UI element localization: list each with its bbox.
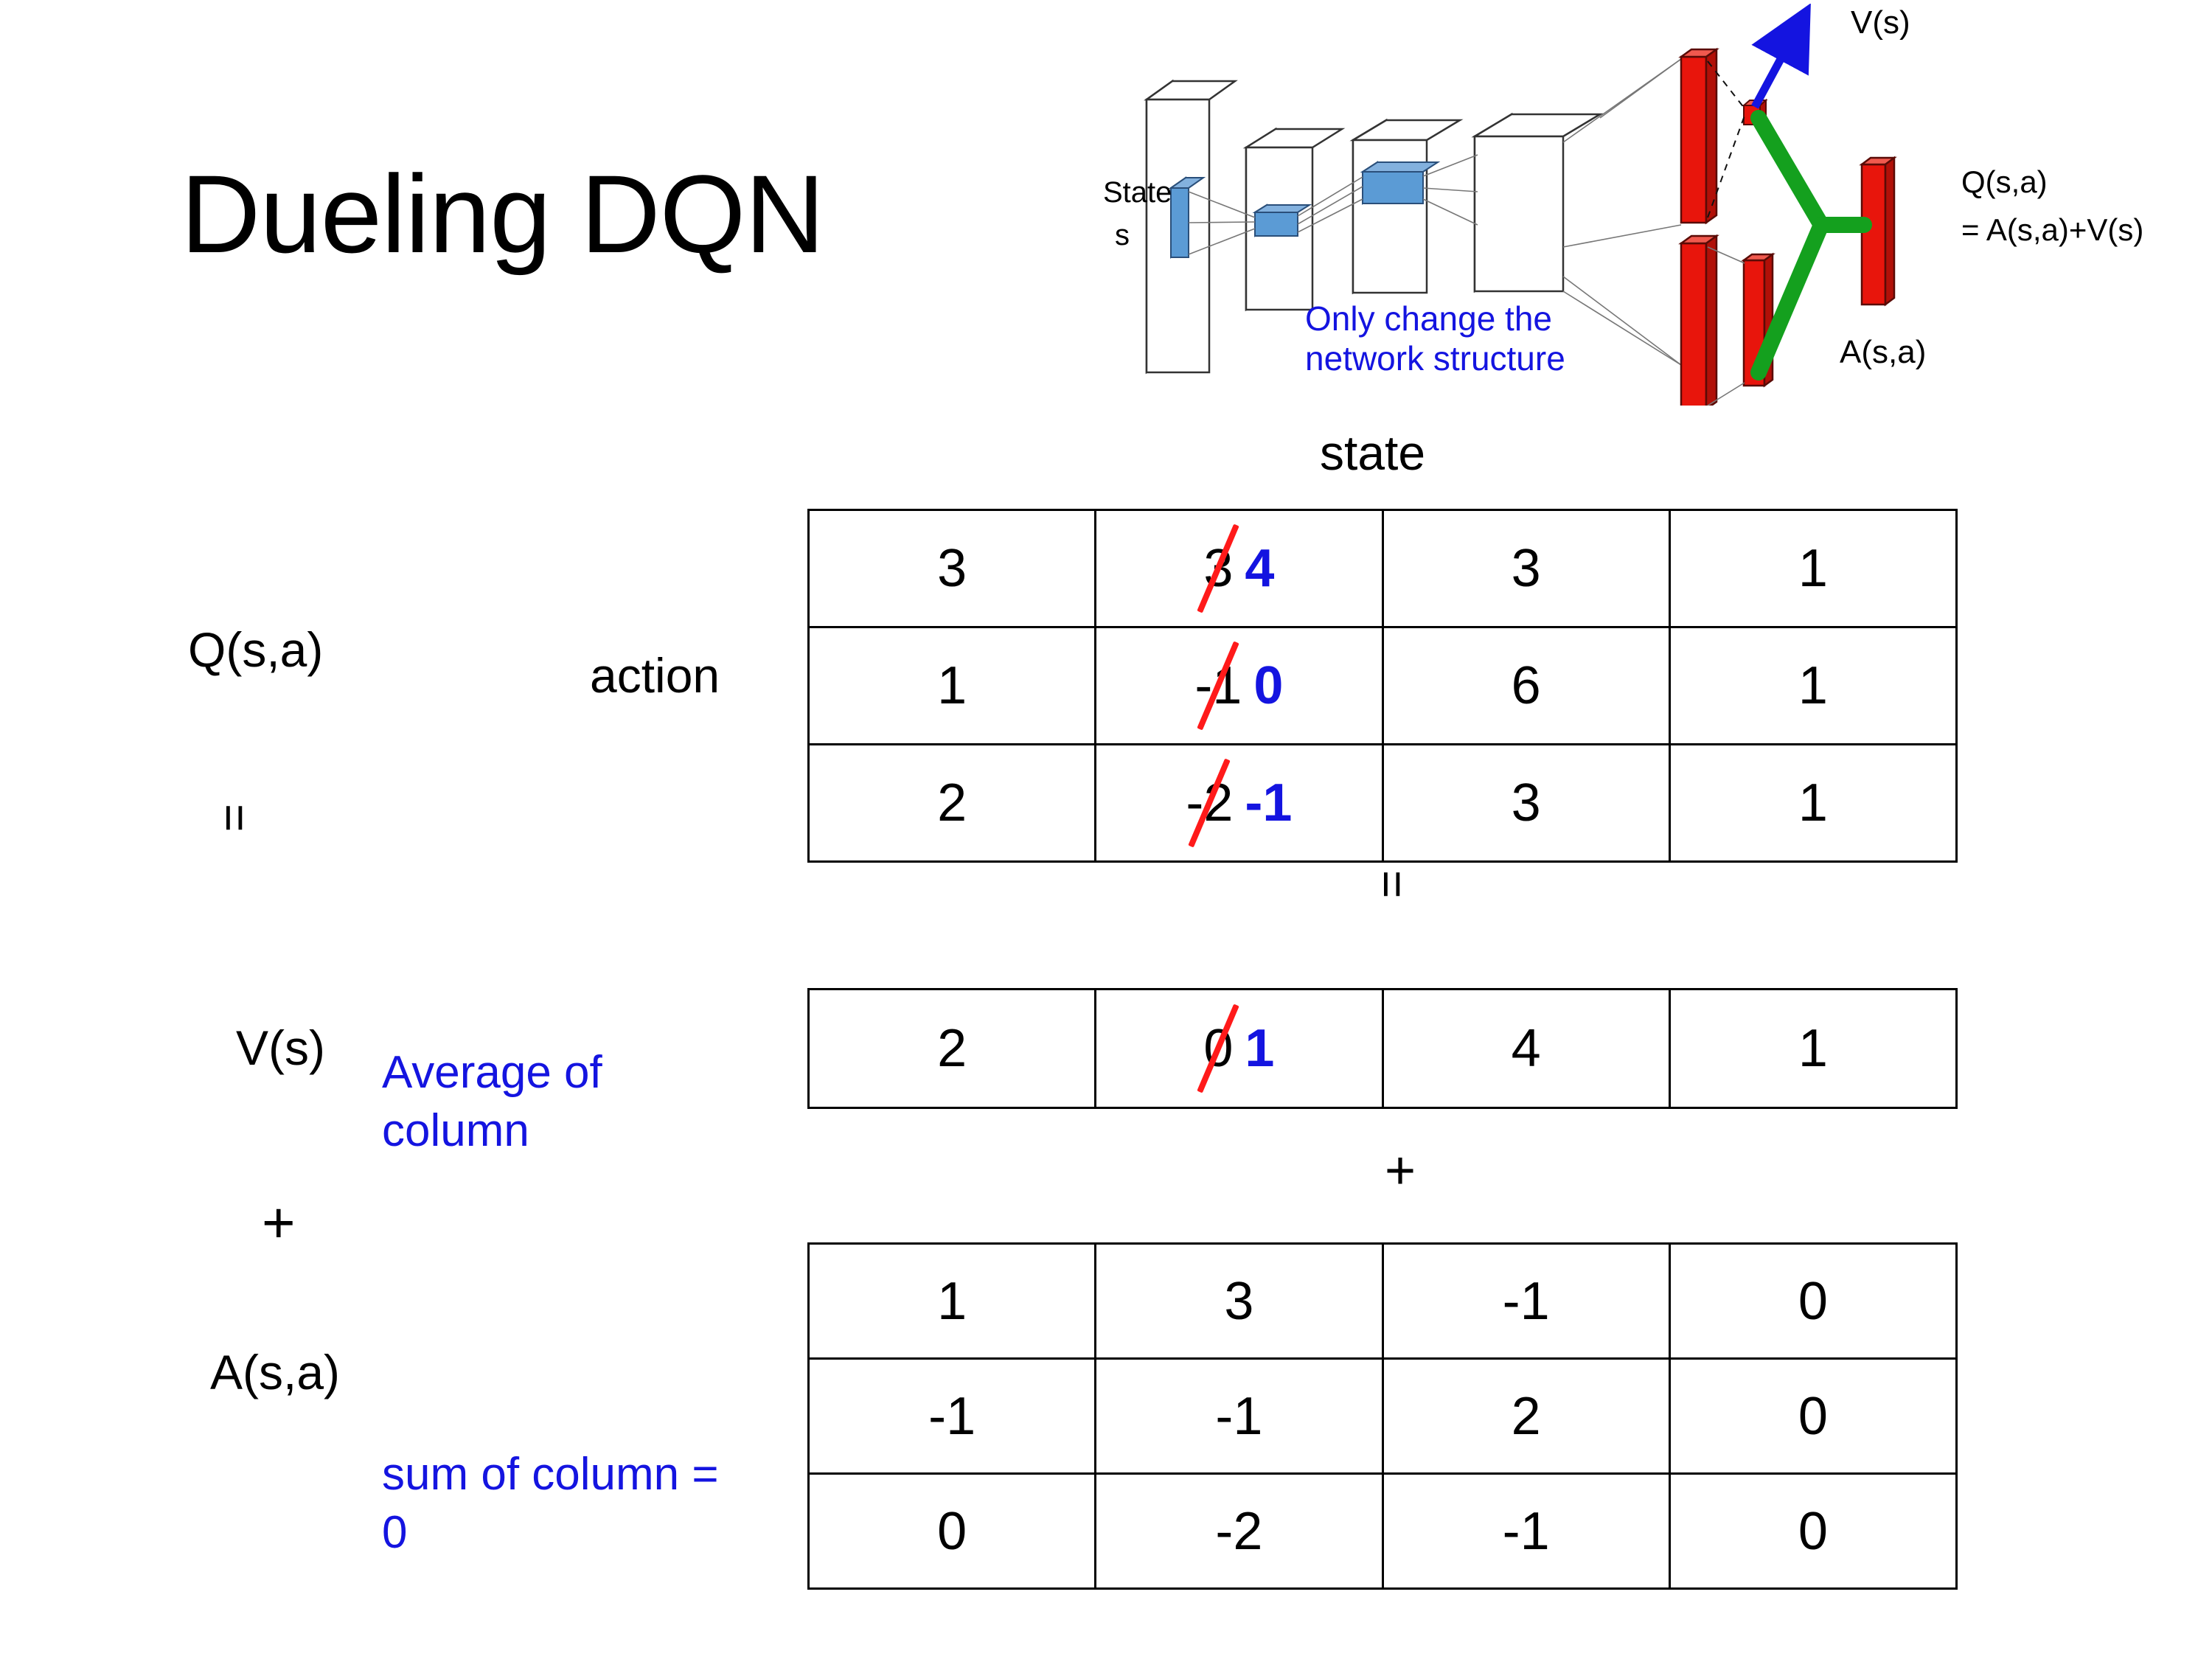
q-cell-r1c3[interactable]: 1 (1668, 626, 1958, 745)
table-row: 3 3 4 3 1 (807, 509, 1958, 628)
q-cell-r0c0[interactable]: 3 (807, 509, 1097, 628)
equals-sign-center: = (1366, 870, 1420, 899)
v-cell-c0[interactable]: 2 (807, 988, 1097, 1109)
table-row: -1 -1 2 0 (807, 1357, 1958, 1475)
diagram-value-label: V(s) (1851, 4, 1910, 41)
table-row: 2 -2 -1 3 1 (807, 743, 1958, 863)
a-cell-r1c3[interactable]: 0 (1668, 1357, 1958, 1475)
diagram-state-sub-label: s (1115, 219, 1130, 251)
old-value: 0 (1197, 1004, 1240, 1093)
q-cell-r2c0[interactable]: 2 (807, 743, 1097, 863)
v-function-label: V(s) (236, 1020, 325, 1075)
average-of-column-note: Average of column (382, 1047, 602, 1157)
network-architecture-diagram: State s V(s) A(s,a) Q(s,a) = A(s,a)+V(s)… (1091, 4, 2205, 406)
v-value-table: 2 0 1 4 1 (807, 988, 1958, 1109)
a-cell-r0c2[interactable]: -1 (1381, 1242, 1671, 1360)
v-cell-c1[interactable]: 0 1 (1094, 988, 1384, 1109)
table-row: 0 -2 -1 0 (807, 1472, 1958, 1590)
plus-sign-center: + (1385, 1141, 1416, 1200)
v-cell-c2[interactable]: 4 (1381, 988, 1671, 1109)
q-cell-r1c0[interactable]: 1 (807, 626, 1097, 745)
q-cell-r0c3[interactable]: 1 (1668, 509, 1958, 628)
old-value: 3 (1197, 524, 1240, 613)
old-value: -2 (1186, 758, 1233, 848)
diagram-note-text: Only change the network structure (1305, 299, 1565, 378)
a-cell-r2c1[interactable]: -2 (1094, 1472, 1384, 1590)
q-cell-r1c1[interactable]: -1 0 (1094, 626, 1384, 745)
diagram-q-equation-label: = A(s,a)+V(s) (1961, 212, 2144, 247)
equals-sign-left: = (208, 804, 262, 832)
new-value: -1 (1245, 773, 1293, 832)
q-cell-r2c2[interactable]: 3 (1381, 743, 1671, 863)
q-value-table: 3 3 4 3 1 1 (807, 509, 1958, 863)
q-cell-r2c3[interactable]: 1 (1668, 743, 1958, 863)
diagram-state-label: State (1103, 176, 1172, 209)
plus-sign-left: + (262, 1190, 296, 1255)
advantage-value-table: 1 3 -1 0 -1 -1 2 0 0 -2 -1 0 (807, 1242, 1958, 1590)
q-cell-r0c1[interactable]: 3 4 (1094, 509, 1384, 628)
a-cell-r2c3[interactable]: 0 (1668, 1472, 1958, 1590)
table-row: 1 3 -1 0 (807, 1242, 1958, 1360)
state-axis-label: state (1320, 425, 1426, 480)
a-cell-r2c0[interactable]: 0 (807, 1472, 1097, 1590)
diagram-q-label: Q(s,a) (1961, 164, 2048, 199)
q-cell-r1c2[interactable]: 6 (1381, 626, 1671, 745)
a-cell-r1c0[interactable]: -1 (807, 1357, 1097, 1475)
a-cell-r1c2[interactable]: 2 (1381, 1357, 1671, 1475)
table-row: 2 0 1 4 1 (807, 988, 1958, 1109)
a-cell-r2c2[interactable]: -1 (1381, 1472, 1671, 1590)
page-title: Dueling DQN (181, 152, 825, 276)
a-cell-r1c1[interactable]: -1 (1094, 1357, 1384, 1475)
action-axis-label: action (590, 648, 720, 703)
a-cell-r0c1[interactable]: 3 (1094, 1242, 1384, 1360)
a-function-label: A(s,a) (210, 1345, 341, 1399)
sum-of-column-note: sum of column = 0 (382, 1449, 719, 1559)
table-row: 1 -1 0 6 1 (807, 626, 1958, 745)
q-function-label: Q(s,a) (188, 622, 324, 677)
q-cell-r2c1[interactable]: -2 -1 (1094, 743, 1384, 863)
old-value: -1 (1194, 641, 1242, 731)
new-value: 0 (1253, 656, 1284, 715)
diagram-advantage-label: A(s,a) (1840, 334, 1927, 370)
v-cell-c3[interactable]: 1 (1668, 988, 1958, 1109)
new-value: 4 (1245, 539, 1275, 598)
a-cell-r0c0[interactable]: 1 (807, 1242, 1097, 1360)
q-cell-r0c2[interactable]: 3 (1381, 509, 1671, 628)
new-value: 1 (1245, 1019, 1275, 1078)
a-cell-r0c3[interactable]: 0 (1668, 1242, 1958, 1360)
